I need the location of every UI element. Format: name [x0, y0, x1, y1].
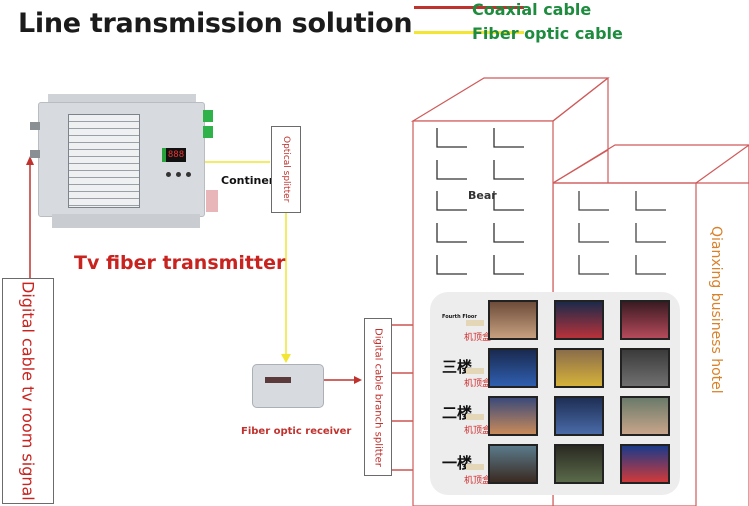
- stb-label-3: 机顶盒: [464, 379, 492, 389]
- tv-screen: [620, 396, 670, 436]
- tv-screen: [554, 444, 604, 484]
- legend-coax-label: Coaxial cable: [472, 0, 592, 19]
- arrow-down-icon: [281, 354, 291, 363]
- tv-screen: [554, 396, 604, 436]
- floor-label-2: 二楼: [442, 404, 473, 422]
- room-signal-label: Digital cable tv room signal: [18, 281, 38, 501]
- tv-screen: [620, 444, 670, 484]
- floor-row-2: 二楼 机顶盒: [440, 396, 680, 440]
- optical-splitter-box: Optical splitter: [271, 126, 301, 213]
- set-top-box-icon: [466, 368, 484, 374]
- fiber-port-1: [203, 110, 213, 122]
- tv-fiber-transmitter-device: 888: [30, 94, 218, 232]
- rf-port-2: [30, 150, 40, 158]
- tv-screen: [620, 348, 670, 388]
- bottom-flange: [52, 214, 200, 228]
- receiver-label: Fiber optic receiver: [241, 426, 352, 437]
- floor-label-4: Fourth Floor: [442, 314, 477, 320]
- page-title: Line transmission solution: [18, 8, 413, 39]
- continent-label: Continent: [221, 174, 282, 187]
- button-st: [186, 172, 191, 177]
- legend-fiber-label: Fiber optic cable: [472, 24, 623, 43]
- spec-table: [68, 114, 140, 208]
- windows-left: [436, 128, 524, 275]
- set-top-box-icon: [466, 320, 484, 326]
- tv-screen: [488, 300, 538, 340]
- floor-row-3: 三楼 机顶盒: [440, 348, 680, 392]
- floor-label-3: 三楼: [442, 358, 473, 376]
- button-ip: [166, 172, 171, 177]
- tv-screen: [620, 300, 670, 340]
- button-comm: [176, 172, 181, 177]
- floor-row-4: Fourth Floor 机顶盒: [440, 300, 680, 344]
- hotel-name-label: Qianxing business hotel: [708, 226, 724, 394]
- fiber-optic-receiver-device: [252, 364, 324, 408]
- stb-label-4: 机顶盒: [464, 333, 492, 343]
- building-front-label: Bear: [468, 189, 497, 202]
- set-top-box-icon: [466, 414, 484, 420]
- legend-coax-line: [414, 6, 524, 9]
- floor-label-1: 一楼: [442, 454, 473, 472]
- set-top-box-icon: [466, 464, 484, 470]
- branch-splitter-label: Digital cable branch splitter: [372, 327, 384, 467]
- room-signal-box: Digital cable tv room signal: [2, 278, 54, 504]
- branch-splitter-box: Digital cable branch splitter: [364, 318, 392, 476]
- transmitter-label: Tv fiber transmitter: [74, 252, 286, 274]
- led-display: 888: [166, 148, 186, 162]
- tv-screen: [488, 348, 538, 388]
- tv-screen: [554, 300, 604, 340]
- optical-splitter-label: Optical splitter: [281, 136, 291, 203]
- windows-right: [578, 191, 666, 275]
- arrow-up-icon: [26, 156, 34, 165]
- rf-port-1: [30, 122, 40, 130]
- tv-screen: [488, 444, 538, 484]
- tv-screen: [488, 396, 538, 436]
- stb-label-2: 机顶盒: [464, 426, 492, 436]
- fiber-port-2: [203, 126, 213, 138]
- arrow-right-icon: [354, 376, 362, 384]
- floor-row-1: 一楼 机顶盒: [440, 444, 680, 488]
- connector-pink: [206, 190, 218, 212]
- stb-label-1: 机顶盒: [464, 476, 492, 486]
- legend-fiber-line: [414, 31, 524, 34]
- tv-screen: [554, 348, 604, 388]
